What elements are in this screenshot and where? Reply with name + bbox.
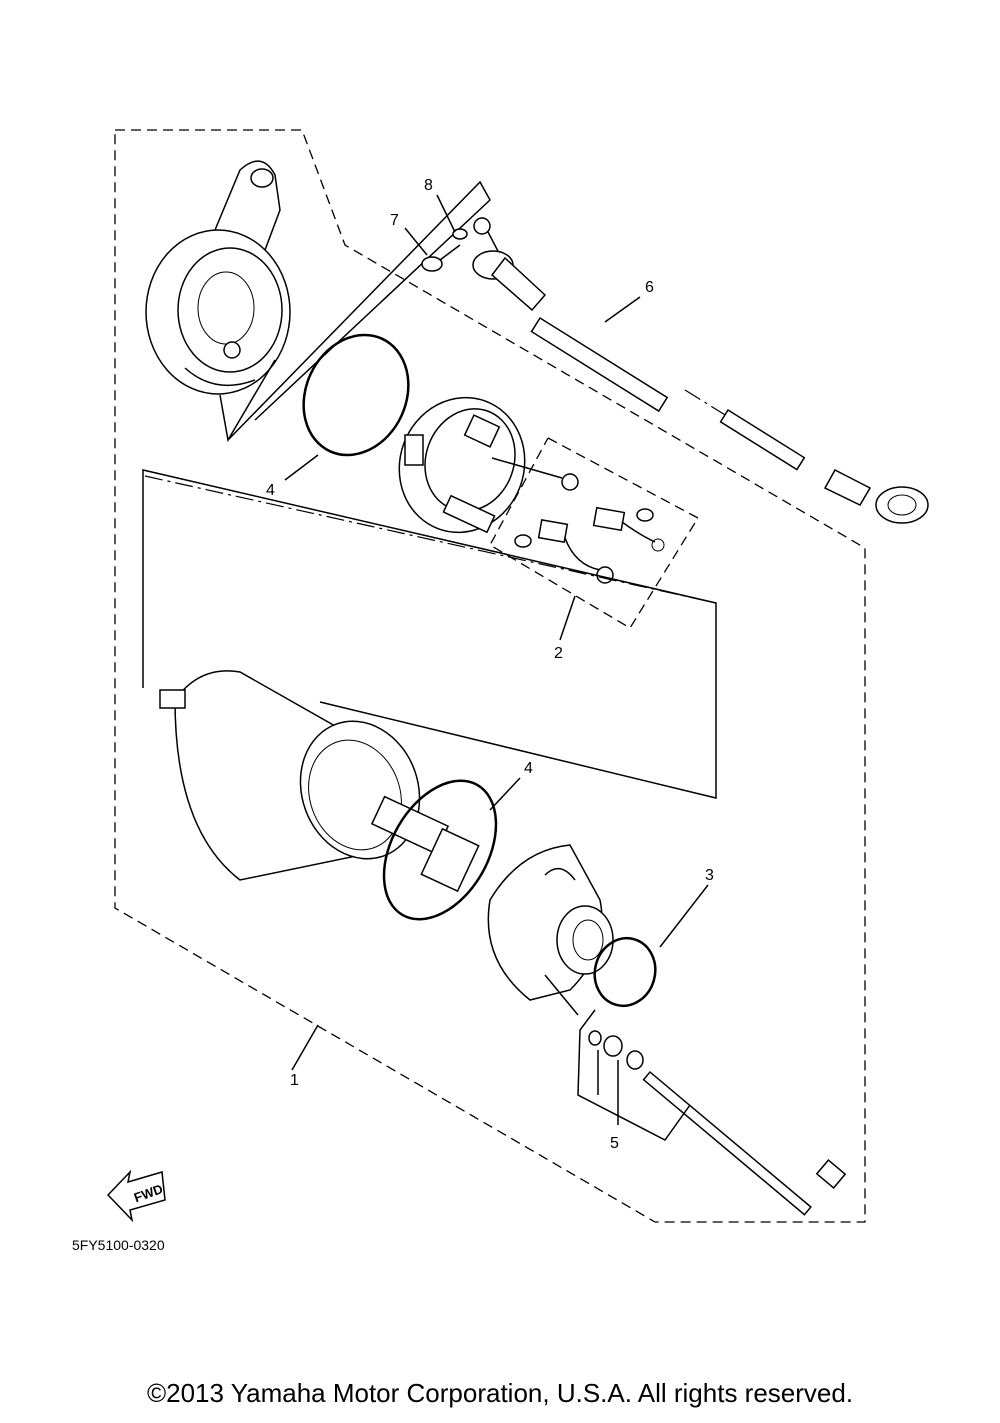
callout-5: 5 xyxy=(610,1135,619,1152)
callout-leaders xyxy=(284,194,709,1141)
copyright-notice: ©2013 Yamaha Motor Corporation, U.S.A. A… xyxy=(146,1378,854,1408)
callout-6: 6 xyxy=(645,279,654,296)
callout-2: 2 xyxy=(554,645,563,662)
brush-set-boundary xyxy=(489,437,699,629)
o-ring-upper xyxy=(302,333,410,457)
washer-8 xyxy=(452,228,468,240)
motor-yoke xyxy=(159,670,480,893)
callout-1: 1 xyxy=(290,1072,299,1089)
cover-leader xyxy=(227,180,491,441)
callout-8: 8 xyxy=(424,177,433,194)
fwd-arrow-icon: FWD xyxy=(106,1169,166,1223)
o-ring-lower xyxy=(382,779,498,921)
front-cover-bracket xyxy=(145,160,291,443)
assembly-boundary xyxy=(114,129,866,1223)
callout-4-upper: 4 xyxy=(266,482,275,499)
callout-7: 7 xyxy=(390,212,399,229)
lead-wire xyxy=(472,217,929,524)
brush-holder-plate xyxy=(398,396,526,534)
callout-3: 3 xyxy=(705,867,714,884)
diagram-code: 5FY5100-0320 xyxy=(72,1237,165,1253)
yoke-leader xyxy=(142,469,717,799)
washer-set-5 xyxy=(588,1030,847,1216)
o-ring-3 xyxy=(593,937,657,1007)
callout-4-lower: 4 xyxy=(524,760,533,777)
screw-7 xyxy=(421,244,461,272)
